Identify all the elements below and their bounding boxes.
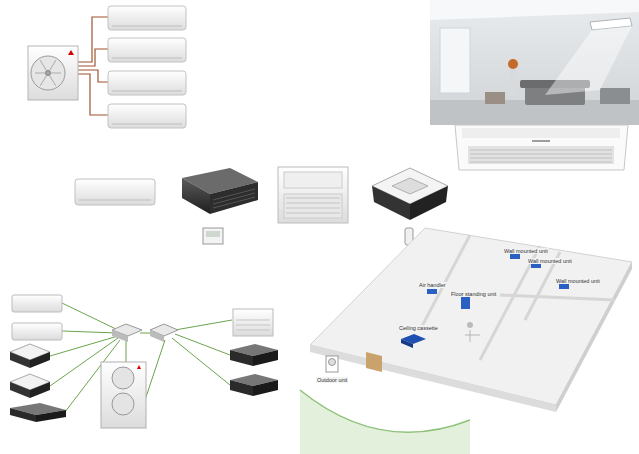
multi-split-pipes [78,17,108,62]
vrf-outdoor-unit [112,393,134,415]
vrf-branch-boxes [112,330,128,342]
vrf-outdoor-unit [101,362,146,428]
vrf-indoor-units [10,382,30,398]
wall-unit [79,200,151,201]
floor-plan [326,356,338,372]
vrf-indoor-units [12,295,62,312]
floor-plan [427,289,437,294]
multi-split-pipes [78,49,108,66]
vrf-indoor-units [10,352,30,368]
vrf-indoor-units [230,350,253,366]
room-photo [430,0,639,20]
floor-plan [467,322,473,328]
floor-standing-unit [286,198,340,213]
floor-plan [510,254,520,259]
ceiling-unit-closeup [455,125,628,170]
multi-split-pipes [78,17,108,115]
ceiling-unit-closeup [462,128,620,138]
outdoor-unit [35,60,61,86]
floor-standing-unit [284,194,342,218]
wall-unit [75,179,155,205]
vrf-indoor-units [36,410,66,422]
floor-plan [366,352,382,372]
vrf-branch-boxes [150,330,164,342]
room-photo [545,26,632,95]
room-photo [508,59,518,69]
floor-plan [300,390,470,454]
ceiling-unit-closeup [468,146,614,164]
wall-indoor-units [108,6,186,128]
cassette-unit [392,178,428,194]
vrf-indoor-units [236,320,270,330]
vrf-wiring [126,340,127,362]
plan-label: Outdoor unit [316,377,348,383]
vrf-outdoor-unit [137,365,141,369]
floor-plan [401,339,413,348]
plan-label: Wall mounted unit [503,248,549,254]
vrf-wiring [62,331,118,333]
vrf-indoor-units [230,380,253,396]
plan-label: Ceiling cassette [398,325,439,331]
vrf-indoor-units [233,309,273,336]
floor-plan [420,235,615,360]
outdoor-unit [28,46,78,100]
floor-plan [556,262,632,412]
multi-split-pipes [78,74,108,115]
ceiling-unit-closeup [455,125,628,170]
room-photo [440,28,470,93]
vrf-indoor-units [30,382,50,398]
ceiling-unit-closeup [470,150,612,162]
wall-unit [75,179,155,205]
floor-standing-unit [284,172,342,188]
wall-indoor-units [112,26,182,124]
vrf-wiring [175,334,230,355]
floor-plan [329,359,336,366]
outdoor-unit [68,50,74,55]
floor-standing-unit [278,167,348,223]
vrf-outdoor-unit [112,367,134,389]
ducted-unit [182,168,258,244]
room-photo [430,0,639,125]
vrf-outdoor-unit [101,362,146,428]
ceiling-unit-closeup [532,140,550,142]
vrf-wiring [62,303,118,330]
floor-plan [559,284,569,289]
outdoor-unit [28,46,78,100]
vrf-indoor-units [253,380,278,396]
vrf-indoor-units [12,323,62,340]
plan-label: Wall mounted unit [527,258,573,264]
ducted-unit [182,178,210,214]
vrf-wiring [172,338,230,385]
room-photo [600,88,630,104]
vrf-indoor-units [253,350,278,366]
floor-plan [300,228,632,454]
floor-plan [300,390,470,432]
floor-plan [465,330,480,342]
ducted-unit [203,228,223,244]
multi-split-pipes [78,70,108,82]
vrf-branch-boxes [112,324,178,342]
vrf-indoor-units [30,352,50,368]
room-photo [430,0,639,125]
ducted-unit [206,231,220,237]
floor-standing-unit [278,167,348,223]
outdoor-unit [31,56,65,90]
plan-label: Air handler [418,282,447,288]
plan-label: Floor standing unit [450,291,497,297]
vrf-wiring [175,320,232,330]
floor-plan [461,297,470,309]
vrf-indoor-units [10,408,36,422]
floor-plan [310,228,632,405]
vrf-wiring [145,340,165,400]
room-photo [510,68,516,96]
plan-label: Wall mounted unit [555,278,601,284]
floor-plan [310,345,556,412]
ducted-unit [213,189,255,208]
room-photo [485,92,505,104]
ducted-unit [210,182,258,214]
